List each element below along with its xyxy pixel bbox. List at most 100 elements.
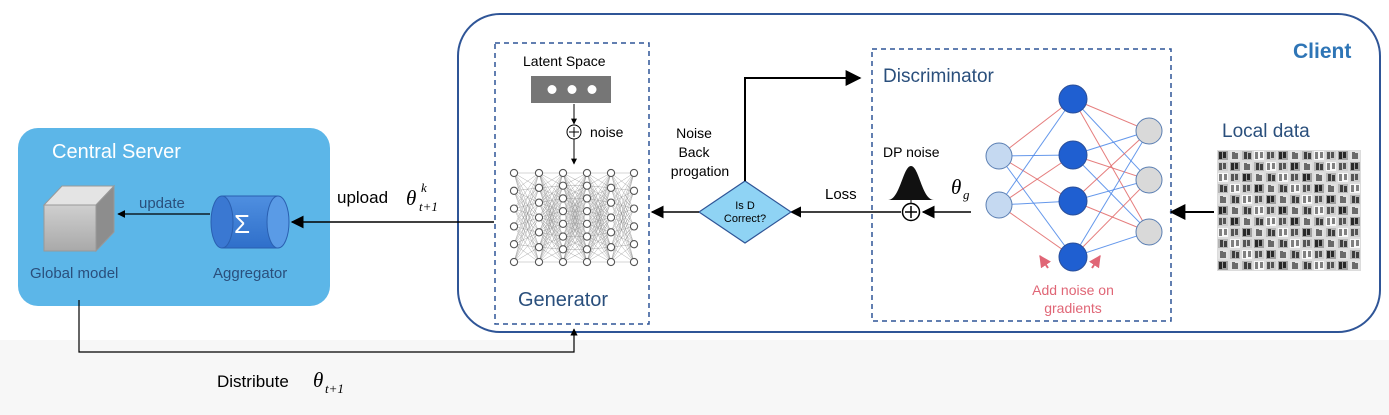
generator-edge [610, 172, 635, 218]
local-data-tile-mark [1320, 262, 1323, 268]
local-data-tile-mark [1291, 185, 1294, 192]
discriminator-edge [998, 154, 1074, 206]
discriminator-hidden-neuron [1058, 242, 1088, 272]
local-data-tile-mark [1223, 163, 1226, 169]
local-data-tile [1326, 162, 1336, 171]
local-data-tile-mark [1272, 163, 1275, 169]
local-data-tile-mark [1219, 218, 1222, 225]
generator-edge [610, 172, 635, 189]
generator-edge [562, 172, 588, 199]
local-data-tile-mark [1224, 186, 1227, 192]
generator-edge [513, 243, 540, 248]
local-data-tile-mark [1343, 197, 1346, 203]
local-data-tile-mark [1339, 152, 1342, 159]
local-data-tile-mark [1307, 240, 1310, 246]
local-data-tile-mark [1291, 240, 1294, 247]
local-data-tile-mark [1351, 174, 1354, 181]
generator-edge [610, 226, 635, 263]
generator-neuron [629, 240, 639, 249]
generator-edge [586, 217, 612, 250]
local-data-tile [1254, 206, 1264, 215]
local-data-tile-mark [1283, 152, 1286, 158]
update-label: update [139, 195, 185, 212]
local-data-tile-mark [1271, 186, 1274, 192]
local-data-tile-mark [1255, 196, 1258, 203]
generator-box [494, 42, 650, 325]
local-data-tile-mark [1259, 196, 1262, 202]
local-data-tile-mark [1296, 185, 1299, 191]
noise-add-icon [566, 124, 582, 140]
local-data-tile-mark [1232, 207, 1235, 214]
local-data-tile-mark [1247, 164, 1250, 170]
local-data-tile-mark [1235, 208, 1238, 214]
generator-neuron [509, 186, 519, 195]
theta-g-symbol: θ [951, 175, 961, 199]
generator-neuron [606, 228, 616, 237]
generator-neuron [629, 222, 639, 231]
local-data-tile-mark [1356, 240, 1359, 246]
generator-neuron [582, 206, 592, 216]
generator-neuron [582, 168, 592, 178]
local-data-tile-mark [1344, 229, 1347, 235]
local-data-tile-mark [1351, 163, 1354, 170]
generator-edge [586, 172, 612, 212]
generator-edge [610, 208, 635, 263]
local-data-tile-mark [1220, 196, 1223, 203]
local-data-tile-mark [1351, 240, 1354, 247]
local-data-tile-mark [1255, 262, 1258, 269]
discriminator-input-neuron [985, 142, 1013, 170]
generator-edge [513, 172, 540, 263]
local-data-tile-mark [1316, 163, 1319, 170]
local-data-tile-mark [1304, 163, 1307, 170]
local-data-tile-mark [1303, 229, 1306, 236]
local-data-tile [1302, 250, 1312, 259]
local-data-tile-mark [1255, 207, 1258, 214]
local-data-tile-mark [1224, 174, 1227, 180]
local-data-tile-mark [1236, 197, 1239, 203]
local-data-tile-mark [1259, 185, 1262, 191]
generator-edge [586, 217, 612, 263]
local-data-tile-mark [1243, 229, 1246, 236]
local-data-tile-mark [1231, 174, 1234, 181]
local-data-tile-mark [1316, 218, 1319, 225]
local-data-tile-mark [1271, 241, 1274, 247]
local-data-tile-mark [1303, 251, 1306, 258]
local-data-tile [1278, 228, 1288, 237]
generator-edge [586, 202, 612, 212]
local-data-tile-mark [1255, 152, 1258, 159]
local-data-tile-mark [1280, 240, 1283, 247]
local-data-tile-mark [1303, 240, 1306, 247]
local-data-tile-mark [1352, 207, 1355, 214]
local-data-tile-mark [1295, 153, 1298, 159]
local-data-tile-mark [1296, 252, 1299, 258]
generator-edge [562, 172, 588, 186]
distribute-theta-subscript: t+1 [325, 381, 344, 396]
generator-neuron [509, 240, 519, 249]
local-data-tile [1314, 206, 1324, 215]
local-data-tile-mark [1231, 218, 1234, 225]
generator-edge [610, 208, 635, 248]
generator-edge [562, 211, 588, 263]
generator-edge [562, 198, 588, 263]
generator-edge [586, 198, 612, 263]
discriminator-edge [1072, 179, 1150, 258]
local-data-tile-mark [1304, 152, 1307, 159]
generator-edge [586, 198, 612, 218]
local-data-tile-mark [1308, 251, 1311, 257]
discriminator-input-neuron [985, 191, 1013, 219]
local-data-tile [1266, 162, 1276, 171]
generator-edge [586, 202, 612, 237]
generator-edge [538, 172, 564, 233]
generator-edge [538, 202, 564, 237]
local-data-tile-mark [1344, 186, 1347, 192]
local-data-tile-mark [1267, 218, 1270, 225]
local-data-tile-mark [1248, 263, 1251, 269]
local-data-tile-mark [1256, 229, 1259, 236]
local-data-tile-mark [1352, 196, 1355, 203]
generator-edge [513, 202, 540, 227]
local-data-tile-mark [1283, 207, 1286, 213]
local-data-tile-mark [1344, 174, 1347, 180]
generator-edge [513, 202, 540, 209]
local-data-tile-mark [1260, 219, 1263, 225]
local-data-tile-mark [1315, 207, 1318, 214]
